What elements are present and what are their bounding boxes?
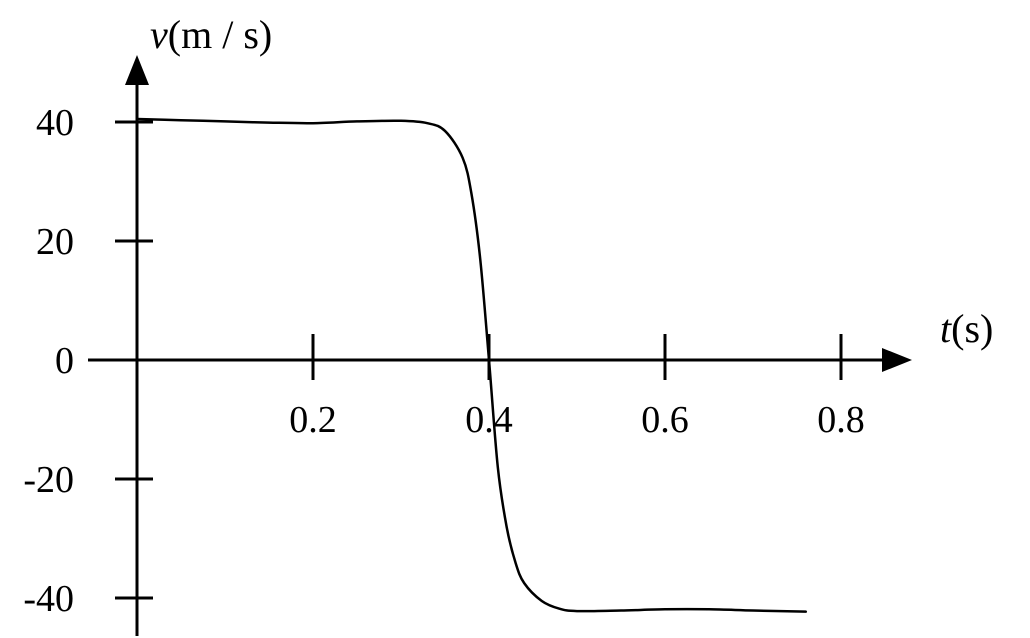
x-axis-variable: t xyxy=(940,306,952,351)
series xyxy=(135,117,808,613)
axes xyxy=(88,55,912,636)
velocity-series-line xyxy=(135,117,808,613)
axis-ticks: 0.2 0.4 0.6 0.8 40 20 0 -20 -40 xyxy=(23,102,864,620)
x-axis-arrowhead xyxy=(882,348,912,372)
x-axis-label: t(s) xyxy=(940,306,993,351)
y-tick-label: 40 xyxy=(36,102,74,144)
y-tick-label: 0 xyxy=(55,340,74,382)
x-tick-label: 0.6 xyxy=(641,399,689,441)
y-tick-label: -40 xyxy=(23,578,74,620)
y-axis-unit: (m / s) xyxy=(168,12,272,57)
y-axis-variable: v xyxy=(150,12,168,57)
x-tick-label: 0.8 xyxy=(817,399,865,441)
y-tick-label: -20 xyxy=(23,459,74,501)
x-tick-label: 0.4 xyxy=(465,399,513,441)
x-tick-label: 0.2 xyxy=(289,399,337,441)
y-axis-arrowhead xyxy=(125,55,149,85)
x-axis-unit: (s) xyxy=(951,306,993,351)
y-tick-label: 20 xyxy=(36,221,74,263)
axis-labels: v(m / s) t(s) xyxy=(150,12,993,351)
y-axis-label: v(m / s) xyxy=(150,12,272,57)
